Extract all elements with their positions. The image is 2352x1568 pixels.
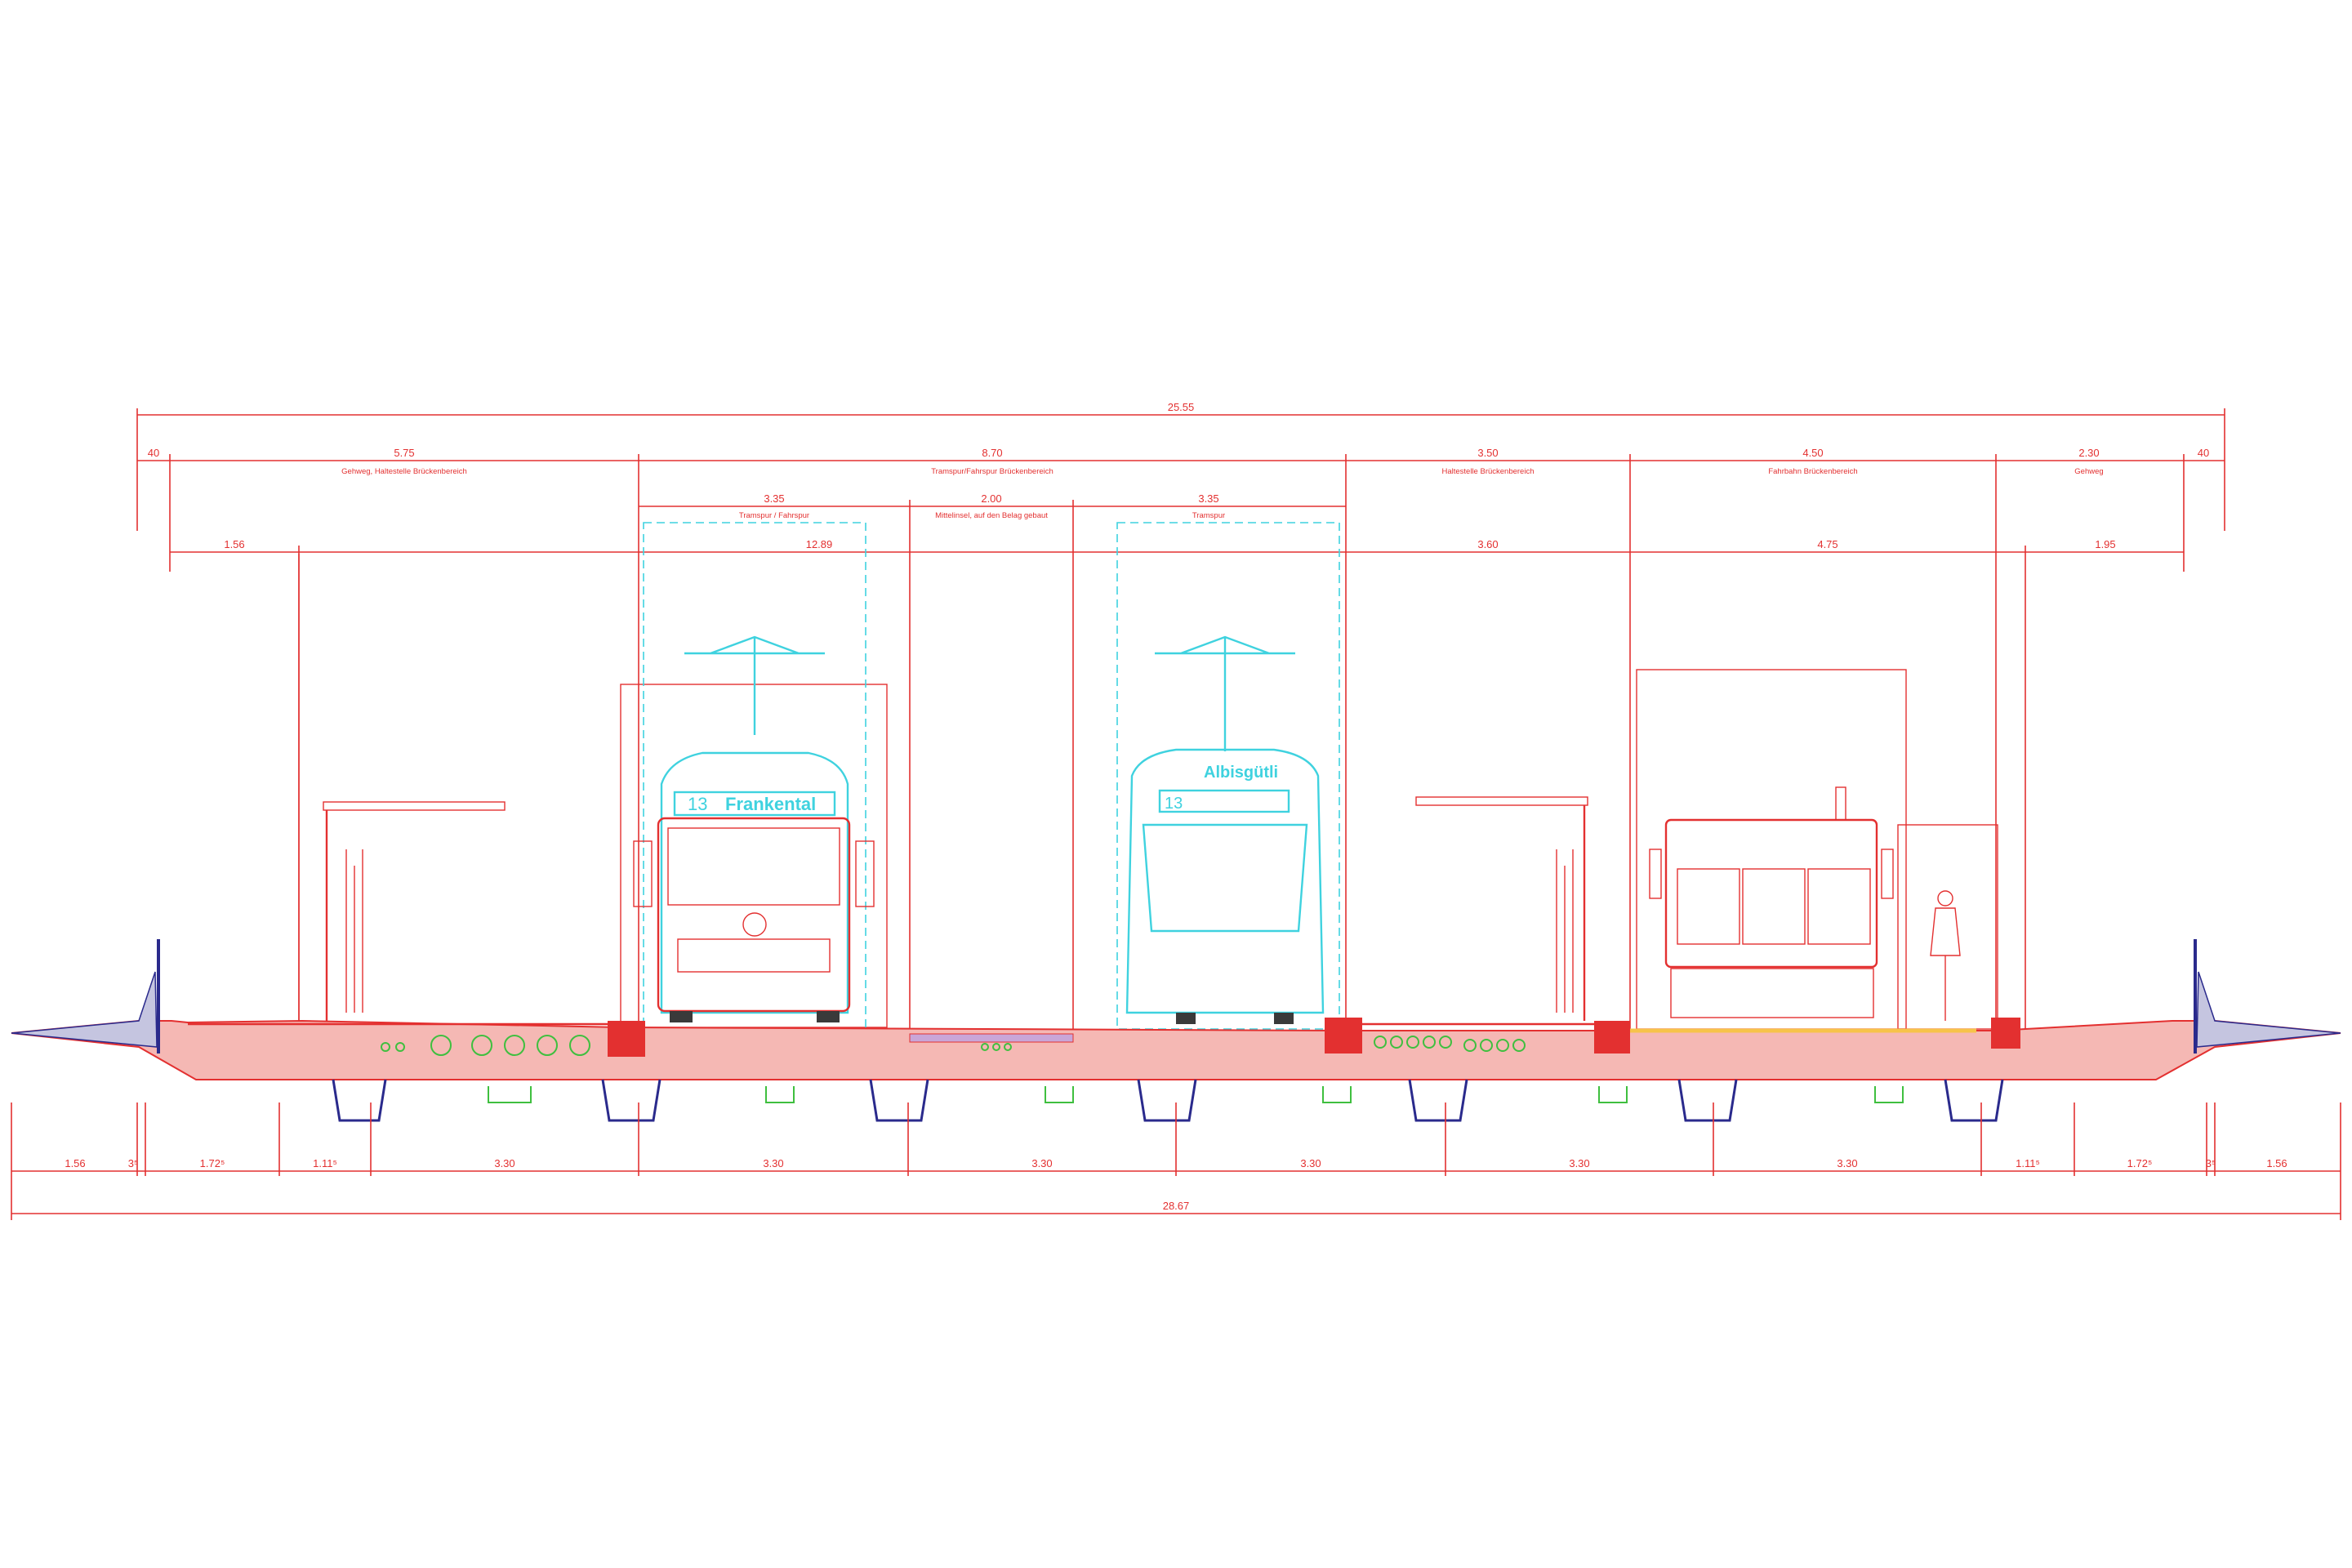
dim-bottom-13: 1.56	[2266, 1157, 2287, 1169]
dim-row1-5-label: Gehweg	[2074, 467, 2103, 476]
dim-bottom-9: 3.30	[1837, 1157, 1857, 1169]
dim-bottom-1: 3⁵	[128, 1157, 139, 1169]
left-bus	[633, 817, 875, 1022]
bridge-deck	[11, 1018, 2341, 1080]
dim-total-top: 25.55	[1168, 401, 1195, 413]
dim-total-bottom: 28.67	[1163, 1200, 1190, 1212]
right-tram-line: 13	[1165, 795, 1183, 813]
dim-bottom-5: 3.30	[763, 1157, 783, 1169]
dim-row2-2-label: Tramspur	[1192, 511, 1225, 520]
right-tram: Albisgütli 13	[1125, 635, 1325, 1024]
dim-bottom-12: 3⁵	[2206, 1157, 2216, 1169]
dim-row1-1-value: 5.75	[394, 447, 414, 459]
edge-railings	[11, 939, 2341, 1054]
dim-row1-5-value: 2.30	[2078, 447, 2099, 459]
dim-row2-1-label: Mittelinsel, auf den Belag gebaut	[935, 511, 1048, 520]
right-tram-destination: Albisgütli	[1204, 764, 1278, 782]
dim-row3-0: 1.56	[224, 538, 244, 550]
dim-row1-2-label: Tramspur/Fahrspur Brückenbereich	[931, 467, 1054, 476]
top-dimension-chain: 25.55 40 5.75 Gehweg, Haltestelle Brücke…	[136, 401, 2225, 1037]
deck-ducts	[381, 1035, 1526, 1056]
cyclist	[1930, 890, 1961, 1021]
dim-bottom-2: 1.72⁵	[200, 1157, 225, 1169]
dim-row3-4: 1.95	[2095, 538, 2115, 550]
dim-row1-1-label: Gehweg, Haltestelle Brückenbereich	[341, 467, 467, 476]
tram-stop-shelters	[323, 796, 1588, 1021]
dim-bottom-11: 1.72⁵	[2127, 1157, 2153, 1169]
dim-row3-2: 3.60	[1477, 538, 1498, 550]
dim-bottom-7: 3.30	[1300, 1157, 1321, 1169]
dim-row1-0-value: 40	[148, 447, 159, 459]
dim-bottom-0: 1.56	[65, 1157, 85, 1169]
dim-bottom-4: 3.30	[494, 1157, 514, 1169]
clearance-profiles	[298, 522, 1998, 1030]
dim-bottom-6: 3.30	[1031, 1157, 1052, 1169]
dim-row1-3-value: 3.50	[1477, 447, 1498, 459]
dim-bottom-8: 3.30	[1569, 1157, 1589, 1169]
dim-bottom-10: 1.11⁵	[2016, 1157, 2040, 1169]
left-tram: 13 Frankental	[660, 635, 849, 1014]
dim-row1-6-value: 40	[2198, 447, 2209, 459]
steel-girders	[332, 1079, 2004, 1122]
dim-row1-3-label: Haltestelle Brückenbereich	[1441, 467, 1534, 476]
dim-row2-2-value: 3.35	[1198, 492, 1218, 505]
dim-bottom-3: 1.11⁵	[313, 1157, 337, 1169]
fire-truck	[1649, 786, 1894, 1018]
left-tram-destination: Frankental	[725, 794, 816, 814]
dim-row3-1: 12.89	[806, 538, 833, 550]
left-tram-line: 13	[688, 794, 707, 814]
bottom-dimension-chain: 1.56 3⁵ 1.72⁵ 1.11⁵ 3.30 3.30 3.30 3.30 …	[11, 1102, 2341, 1220]
dim-row2-0-value: 3.35	[764, 492, 784, 505]
drainage-channels	[488, 1086, 1904, 1103]
dim-row2-0-label: Tramspur / Fahrspur	[739, 511, 809, 520]
dim-row3-3: 4.75	[1817, 538, 1838, 550]
dim-row1-4-value: 4.50	[1802, 447, 1823, 459]
dim-row1-2-value: 8.70	[982, 447, 1002, 459]
dim-row2-1-value: 2.00	[981, 492, 1001, 505]
dim-row1-4-label: Fahrbahn Brückenbereich	[1768, 467, 1857, 476]
